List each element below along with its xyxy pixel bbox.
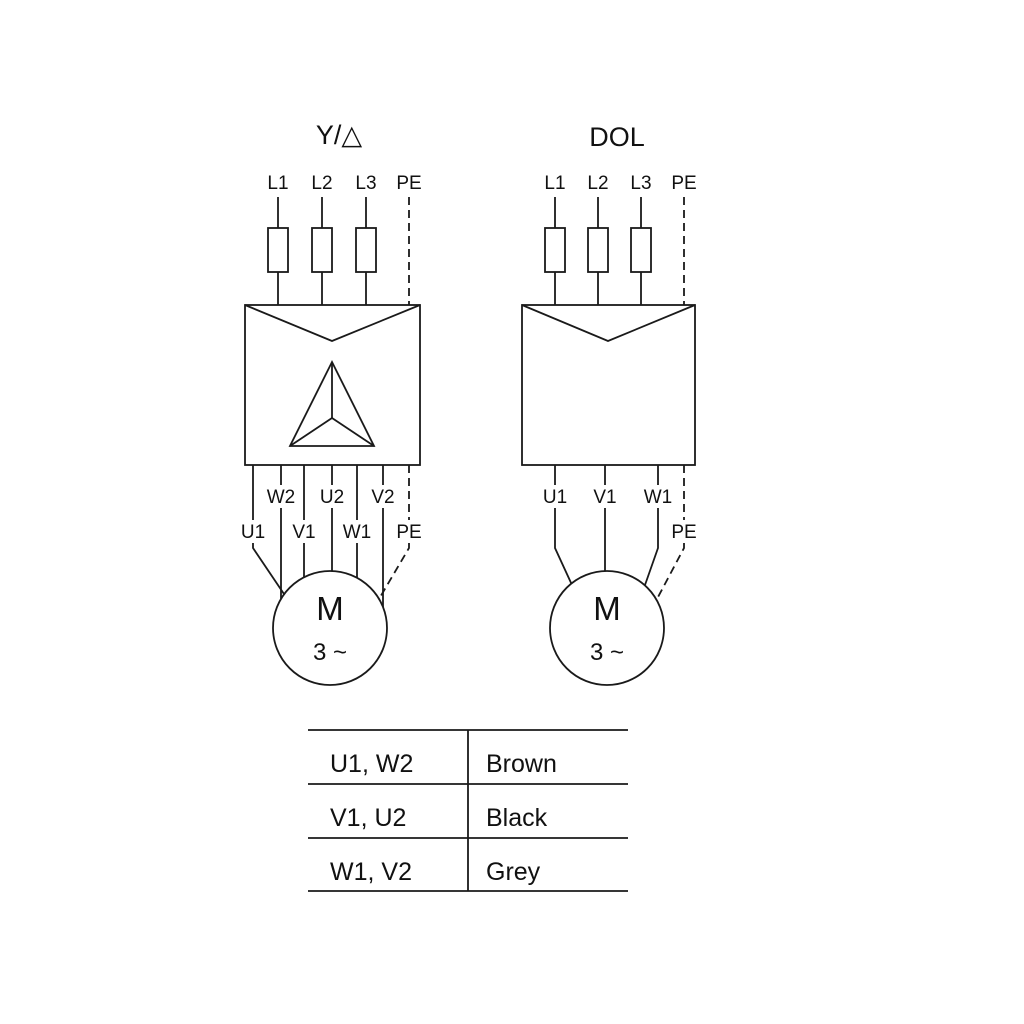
table-row: W1, V2 Grey [330, 858, 541, 886]
wire-label-v1: V1 [593, 487, 616, 508]
terminal-label-pe: PE [671, 173, 696, 194]
wire-label-u1: U1 [543, 487, 567, 508]
delta-symbol-icon [288, 359, 376, 447]
fuse-l2 [587, 227, 609, 273]
starter-box-dol [521, 304, 696, 466]
pe-wire-bottom [378, 465, 410, 600]
dol-diagram: DOL L1 L2 L3 PE [521, 122, 700, 686]
wire-label-w2: W2 [267, 487, 296, 508]
motor-letter: M [316, 590, 344, 627]
table-cell-color: Grey [486, 858, 541, 886]
motor-dol: M 3 ~ [549, 570, 665, 686]
wire-label-v1: V1 [292, 522, 315, 543]
wire-label-u1: U1 [241, 522, 265, 543]
terminal-label-l2: L2 [311, 173, 332, 194]
motor-star-delta: M 3 ~ [272, 570, 388, 686]
terminal-label-l2: L2 [587, 173, 608, 194]
star-delta-diagram: Y/△ L1 L2 L3 PE [237, 120, 425, 686]
fuse-l1 [267, 227, 289, 273]
table-row: V1, U2 Black [330, 804, 548, 832]
pe-wire-bottom [656, 465, 685, 600]
wire-label-pe: PE [396, 522, 421, 543]
motor-phases: 3 ~ [313, 639, 347, 666]
star-delta-title: Y/△ [316, 120, 363, 150]
supply-wires [267, 197, 410, 305]
fuse-l3 [355, 227, 377, 273]
supply-wires [544, 197, 685, 305]
terminal-label-l1: L1 [544, 173, 565, 194]
table-cell-color: Brown [486, 750, 557, 778]
table-cell-terminals: V1, U2 [330, 804, 406, 832]
terminal-label-pe: PE [396, 173, 421, 194]
wire-label-u2: U2 [320, 487, 344, 508]
motor-letter: M [593, 590, 621, 627]
wire-color-table: U1, W2 Brown V1, U2 Black W1, V2 Grey [308, 729, 628, 892]
starter-box-star-delta [244, 304, 421, 466]
table-cell-terminals: U1, W2 [330, 750, 413, 778]
motor-phases: 3 ~ [590, 639, 624, 666]
dol-title: DOL [589, 122, 645, 152]
wire-label-v2: V2 [371, 487, 394, 508]
fuse-l1 [544, 227, 566, 273]
table-row: U1, W2 Brown [330, 750, 557, 778]
fuse-l3 [630, 227, 652, 273]
terminal-label-l3: L3 [355, 173, 376, 194]
wire-label-w1: W1 [644, 487, 673, 508]
terminal-label-l3: L3 [630, 173, 651, 194]
table-cell-color: Black [486, 804, 548, 832]
fuse-l2 [311, 227, 333, 273]
table-cell-terminals: W1, V2 [330, 858, 412, 886]
wire-label-pe: PE [671, 522, 696, 543]
wire-label-w1: W1 [343, 522, 372, 543]
terminal-label-l1: L1 [267, 173, 288, 194]
